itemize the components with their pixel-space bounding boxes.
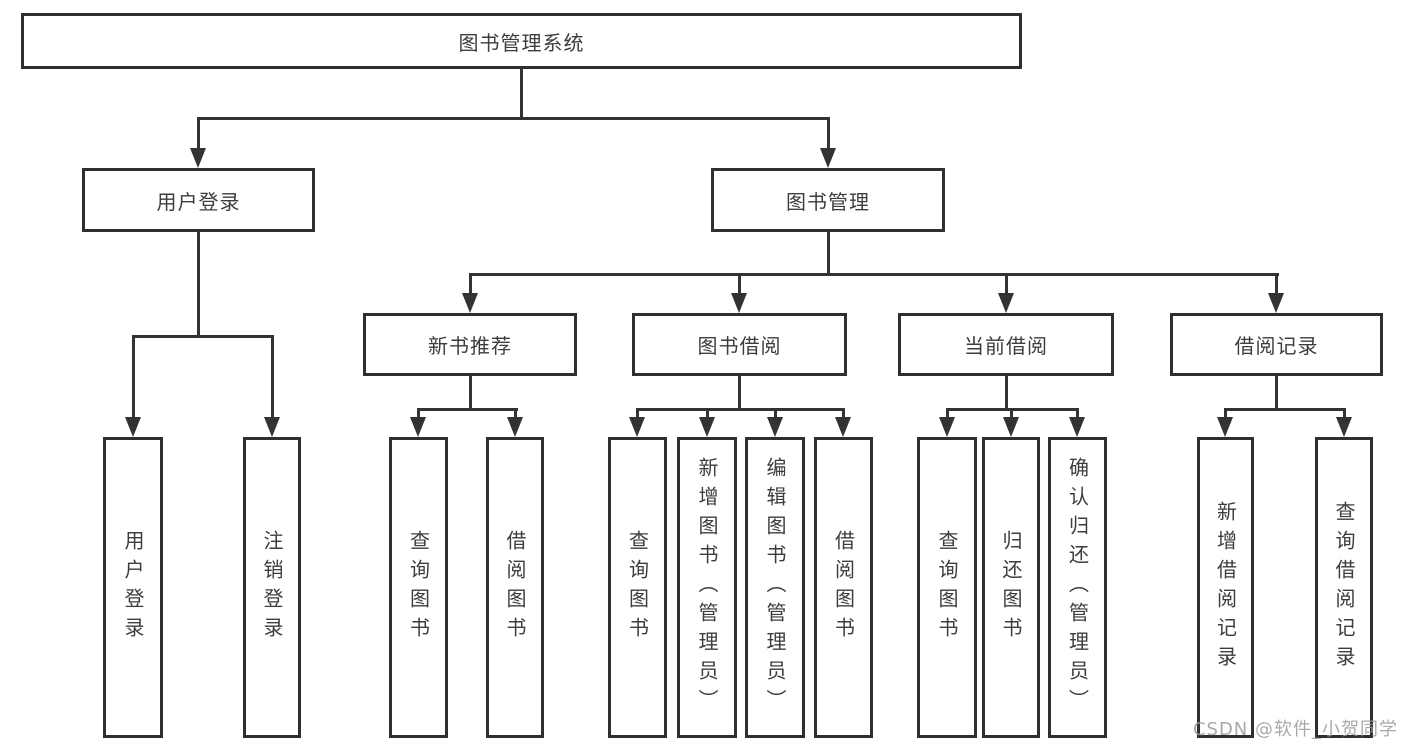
leaf-add-borrow-record: 新增借阅记录 xyxy=(1197,437,1254,738)
connector-line xyxy=(636,408,845,411)
connector-line xyxy=(706,408,709,420)
node-book-management: 图书管理 xyxy=(711,168,945,232)
arrow-down-icon xyxy=(1336,417,1352,437)
connector-line xyxy=(738,273,741,296)
connector-line xyxy=(1275,273,1278,296)
node-root-label: 图书管理系统 xyxy=(458,30,585,55)
leaf-add-borrow-record-label: 新增借阅记录 xyxy=(1213,500,1238,675)
connector-line xyxy=(197,117,830,120)
arrow-down-icon xyxy=(507,417,523,437)
connector-line xyxy=(469,376,472,410)
connector-line xyxy=(271,335,274,420)
connector-line xyxy=(417,408,420,420)
leaf-confirm-return-admin: 确认归还（管理员） xyxy=(1048,437,1107,738)
arrow-down-icon xyxy=(264,417,280,437)
connector-line xyxy=(1010,408,1013,420)
leaf-borrow-books: 借阅图书 xyxy=(814,437,873,738)
connector-line xyxy=(132,335,274,338)
node-book-management-label: 图书管理 xyxy=(786,189,870,214)
node-book-borrow-label: 图书借阅 xyxy=(697,334,782,358)
connector-line xyxy=(738,376,741,410)
connector-line xyxy=(827,117,830,151)
connector-line xyxy=(514,408,517,420)
leaf-query-books-recommend: 查询图书 xyxy=(389,437,448,738)
node-user-login-label: 用户登录 xyxy=(156,189,241,214)
node-borrow-records-label: 借阅记录 xyxy=(1234,334,1319,358)
node-book-borrow: 图书借阅 xyxy=(632,313,847,376)
leaf-query-borrow-record-label: 查询借阅记录 xyxy=(1332,500,1356,675)
arrow-down-icon xyxy=(125,417,141,437)
connector-line xyxy=(1005,273,1008,296)
arrow-down-icon xyxy=(1268,293,1284,313)
leaf-logout-label: 注销登录 xyxy=(260,529,284,646)
connector-line xyxy=(197,117,200,151)
arrow-down-icon xyxy=(998,293,1014,313)
arrow-down-icon xyxy=(462,293,478,313)
arrow-down-icon xyxy=(1003,417,1019,437)
connector-line xyxy=(1224,408,1227,420)
node-current-borrow-label: 当前借阅 xyxy=(964,334,1048,358)
connector-line xyxy=(1005,376,1008,410)
node-new-book-recommend: 新书推荐 xyxy=(363,313,577,376)
arrow-down-icon xyxy=(939,417,955,437)
node-borrow-records: 借阅记录 xyxy=(1170,313,1383,376)
arrow-down-icon xyxy=(1217,417,1233,437)
leaf-user-login-label: 用户登录 xyxy=(121,529,145,646)
arrow-down-icon xyxy=(820,148,836,168)
leaf-query-books-current-label: 查询图书 xyxy=(935,529,959,646)
leaf-borrow-books-recommend: 借阅图书 xyxy=(486,437,544,738)
leaf-edit-book-admin: 编辑图书（管理员） xyxy=(745,437,805,738)
arrow-down-icon xyxy=(1069,417,1085,437)
connector-line xyxy=(1076,408,1079,420)
connector-line xyxy=(827,232,830,276)
arrow-down-icon xyxy=(767,417,783,437)
connector-line xyxy=(946,408,949,420)
leaf-confirm-return-admin-label: 确认归还（管理员） xyxy=(1065,457,1090,718)
connector-line xyxy=(842,408,845,420)
arrow-down-icon xyxy=(190,148,206,168)
node-new-book-recommend-label: 新书推荐 xyxy=(428,334,512,358)
connector-line xyxy=(197,232,200,338)
leaf-borrow-books-recommend-label: 借阅图书 xyxy=(503,529,527,646)
node-current-borrow: 当前借阅 xyxy=(898,313,1114,376)
connector-line xyxy=(469,273,1279,276)
leaf-query-books-current: 查询图书 xyxy=(917,437,977,738)
leaf-borrow-books-label: 借阅图书 xyxy=(831,529,856,646)
leaf-query-borrow-record: 查询借阅记录 xyxy=(1315,437,1373,738)
connector-line xyxy=(1275,376,1278,410)
node-user-login: 用户登录 xyxy=(82,168,315,232)
leaf-return-book-label: 归还图书 xyxy=(999,529,1023,646)
leaf-query-books-borrow: 查询图书 xyxy=(608,437,667,738)
leaf-query-books-recommend-label: 查询图书 xyxy=(406,529,431,646)
connector-line xyxy=(417,408,518,411)
leaf-return-book: 归还图书 xyxy=(982,437,1040,738)
watermark: CSDN @软件_小贺同学 xyxy=(1192,719,1398,740)
connector-line xyxy=(469,273,472,296)
connector-line xyxy=(774,408,777,420)
arrow-down-icon xyxy=(629,417,645,437)
node-root: 图书管理系统 xyxy=(21,13,1022,69)
connector-line xyxy=(520,69,523,119)
connector-line xyxy=(1343,408,1346,420)
leaf-edit-book-admin-label: 编辑图书（管理员） xyxy=(763,457,787,718)
arrow-down-icon xyxy=(410,417,426,437)
arrow-down-icon xyxy=(731,293,747,313)
leaf-logout: 注销登录 xyxy=(243,437,301,738)
connector-line xyxy=(1224,408,1346,411)
arrow-down-icon xyxy=(699,417,715,437)
leaf-add-book-admin: 新增图书（管理员） xyxy=(677,437,737,738)
arrow-down-icon xyxy=(835,417,851,437)
leaf-query-books-borrow-label: 查询图书 xyxy=(625,529,650,646)
connector-line xyxy=(636,408,639,420)
connector-line xyxy=(132,335,135,420)
leaf-user-login: 用户登录 xyxy=(103,437,163,738)
leaf-add-book-admin-label: 新增图书（管理员） xyxy=(695,457,719,718)
